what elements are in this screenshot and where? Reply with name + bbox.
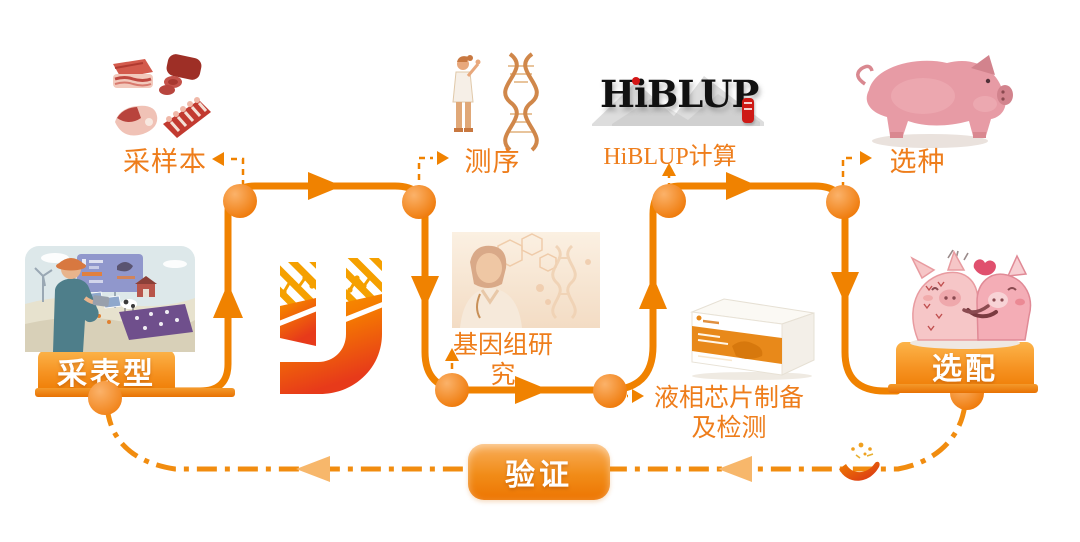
- arrow-down-icon: [831, 272, 859, 304]
- flow-arrows: [213, 172, 859, 404]
- box-logo-mark: [696, 315, 719, 325]
- mating-banner: 选配: [896, 342, 1034, 389]
- arrow-left-icon: [296, 456, 330, 482]
- sausage: [159, 54, 202, 95]
- ribs: [163, 97, 211, 138]
- validation-button: 验证: [468, 444, 610, 500]
- left-pig: [910, 250, 980, 341]
- arrow-right-icon: [726, 172, 758, 200]
- genome-research-photo: [452, 232, 600, 328]
- validation-label: 验证: [505, 459, 573, 492]
- hiblup-red-seal: [742, 98, 754, 123]
- label-hiblup-calc: HiBLUP计算: [603, 144, 737, 170]
- barn: [135, 276, 157, 297]
- label-sample: 采样本: [123, 147, 207, 177]
- label-selection: 选种: [889, 147, 946, 177]
- bacon-slab: [113, 59, 153, 88]
- return-arrows: [296, 456, 752, 482]
- company-logo: [277, 258, 385, 394]
- pork-leg: [115, 105, 158, 136]
- mountain-backdrop: [592, 76, 764, 126]
- crop-field: [119, 304, 193, 340]
- arrow-right-icon: [515, 376, 549, 404]
- flow-nodes: [223, 184, 984, 410]
- farmer-figure: [53, 258, 110, 352]
- farm-phenotyping-illustration: [25, 246, 195, 352]
- dashboard-panel: [77, 254, 143, 292]
- pig-illustration: [856, 55, 1013, 148]
- pig-couple-illustration: [910, 249, 1032, 349]
- researcher-figure: [460, 245, 522, 328]
- label-genome-research: 基因组研究: [452, 332, 553, 389]
- meat-samples-illustration: [113, 54, 211, 138]
- mating-banner-base: [888, 384, 1038, 393]
- scientist-figure: [452, 55, 481, 132]
- arrow-up-icon: [639, 276, 667, 309]
- phenotype-banner-base: [35, 388, 235, 397]
- label-sequencing: 测序: [464, 147, 521, 177]
- arrow-down-icon: [411, 276, 439, 308]
- hiblup-logo: HiBLUP: [592, 64, 764, 132]
- arrow-up-icon: [213, 283, 243, 318]
- cow: [121, 299, 137, 312]
- connector-arrowheads: [212, 151, 872, 403]
- scientist-dna-illustration: [452, 52, 539, 152]
- right-pig: [976, 254, 1032, 341]
- label-chip-prep: 液相芯片制备及检测: [653, 385, 804, 442]
- mating-banner-label: 选配: [932, 352, 998, 386]
- mini-logo-mark: [839, 442, 880, 481]
- arrow-left-icon: [718, 456, 752, 482]
- dna-helix: [503, 52, 539, 152]
- return-start-node: [88, 381, 122, 415]
- heart-icon: [973, 259, 996, 276]
- arrow-right-icon: [308, 172, 342, 200]
- hiblup-i-dot: [632, 77, 640, 85]
- hiblup-logo-text: HiBLUP: [600, 72, 759, 116]
- chip-kit-box-illustration: [690, 298, 815, 380]
